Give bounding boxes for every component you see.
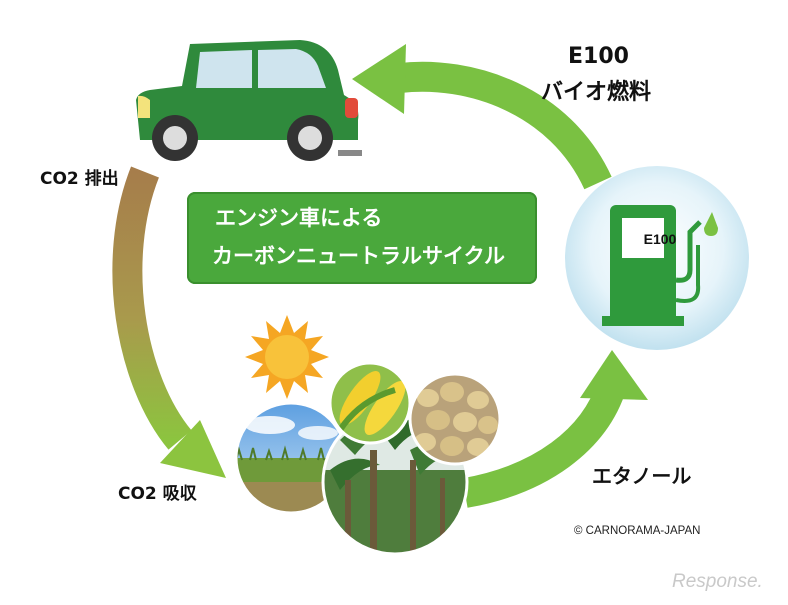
- pump-display-label: E100: [643, 231, 677, 247]
- banner-line-2: カーボンニュートラルサイクル: [212, 244, 505, 268]
- cycle-title-banner: エンジン車による カーボンニュートラルサイクル: [187, 192, 537, 284]
- arrow-fuel-to-car: [352, 44, 612, 190]
- arrow-co2-emission: [112, 166, 226, 478]
- co2-absorption-label: CO2 吸収: [118, 484, 197, 504]
- arrow-ethanol: [462, 350, 648, 508]
- response-watermark: Response.: [672, 571, 763, 592]
- corn-icon: [328, 361, 412, 445]
- car-icon: [136, 40, 362, 161]
- fuel-name-label: E100: [568, 44, 629, 69]
- ethanol-label: エタノール: [592, 464, 692, 488]
- co2-emission-label: CO2 排出: [40, 169, 119, 189]
- banner-line-1: エンジン車による: [215, 206, 383, 230]
- potato-icon: [408, 372, 502, 466]
- sun-icon: [245, 315, 329, 399]
- fuel-type-label: バイオ燃料: [541, 80, 652, 105]
- fuel-pump-icon: [565, 166, 749, 350]
- copyright-label: © CARNORAMA-JAPAN: [574, 525, 701, 537]
